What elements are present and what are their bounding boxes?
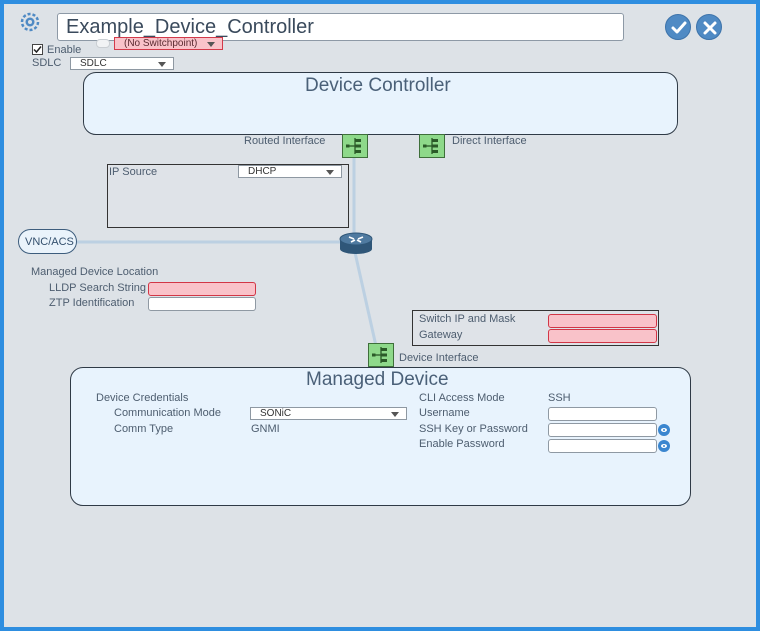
sdlc-label: SDLC [32,57,62,69]
communication-mode-select[interactable]: SONiC [250,407,407,420]
chevron-down-icon [207,42,215,47]
lldp-search-input[interactable] [148,282,256,296]
device-interface-node[interactable] [368,343,394,367]
ip-source-label: IP Source [109,166,158,178]
device-name-input[interactable]: Example_Device_Controller [57,13,624,41]
comm-type-value: GNMI [251,423,280,435]
ip-source-value: DHCP [248,166,277,177]
cli-access-mode-value: SSH [548,392,571,404]
network-tree-icon [372,347,387,363]
sdlc-value: SDLC [80,58,107,69]
cancel-button[interactable] [696,14,722,40]
enable-checkbox[interactable] [32,44,43,55]
ip-source-select[interactable]: DHCP [238,165,342,178]
switchpoint-select[interactable]: (No Switchpoint) [114,37,223,50]
ztp-identification-label: ZTP Identification [49,297,135,309]
ssh-key-input[interactable] [548,423,657,437]
network-tree-icon [423,138,438,154]
ztp-identification-input[interactable] [148,297,256,311]
enable-password-input[interactable] [548,439,657,453]
switch-ip-mask-input[interactable] [548,314,657,328]
location-heading: Managed Device Location [31,266,159,278]
ip-source-box: IP Source DHCP [107,164,349,228]
device-link-line [352,247,378,347]
confirm-button[interactable] [665,14,691,40]
switchpoint-value: (No Switchpoint) [124,38,198,49]
cli-access-mode-label: CLI Access Mode [419,392,505,404]
routed-interface-node[interactable] [342,134,368,158]
connection-lines [77,157,378,347]
chevron-down-icon [391,412,399,417]
check-icon [33,46,42,54]
network-tree-icon [346,138,361,154]
router-icon[interactable] [339,231,373,255]
routed-interface-label: Routed Interface [244,135,326,147]
enable-label: Enable [47,44,82,56]
lldp-search-label: LLDP Search String [49,282,147,294]
comm-type-label: Comm Type [114,423,174,435]
device-controller-panel[interactable]: Device Controller [83,72,678,135]
direct-interface-node[interactable] [419,134,445,158]
device-interface-label: Device Interface [399,352,479,364]
vnc-acs-node[interactable]: VNC/ACS [18,229,77,254]
direct-interface-label: Direct Interface [452,135,527,147]
switch-ip-mask-label: Switch IP and Mask [419,313,516,325]
sdlc-select[interactable]: SDLC [70,57,174,70]
close-icon [703,21,717,35]
managed-device-panel: Managed Device Device Credentials Commun… [70,367,691,506]
gateway-input[interactable] [548,329,657,343]
chevron-down-icon [158,62,166,67]
managed-device-title: Managed Device [306,369,449,390]
switchpoint-link-icon [96,39,110,48]
show-password-icon[interactable] [658,440,670,452]
app-logo-icon [20,12,40,32]
checkmark-icon [671,21,687,34]
username-label: Username [419,407,470,419]
username-input[interactable] [548,407,657,421]
switch-ip-box: Switch IP and Mask Gateway [412,310,659,346]
gateway-label: Gateway [419,329,463,341]
device-controller-title: Device Controller [305,75,451,96]
show-password-icon[interactable] [658,424,670,436]
enable-password-label: Enable Password [419,438,505,450]
vnc-acs-label: VNC/ACS [25,236,74,248]
communication-mode-label: Communication Mode [114,407,221,419]
ssh-key-label: SSH Key or Password [419,423,528,435]
communication-mode-value: SONiC [260,408,292,419]
chevron-down-icon [326,170,334,175]
device-credentials-label: Device Credentials [96,392,189,404]
